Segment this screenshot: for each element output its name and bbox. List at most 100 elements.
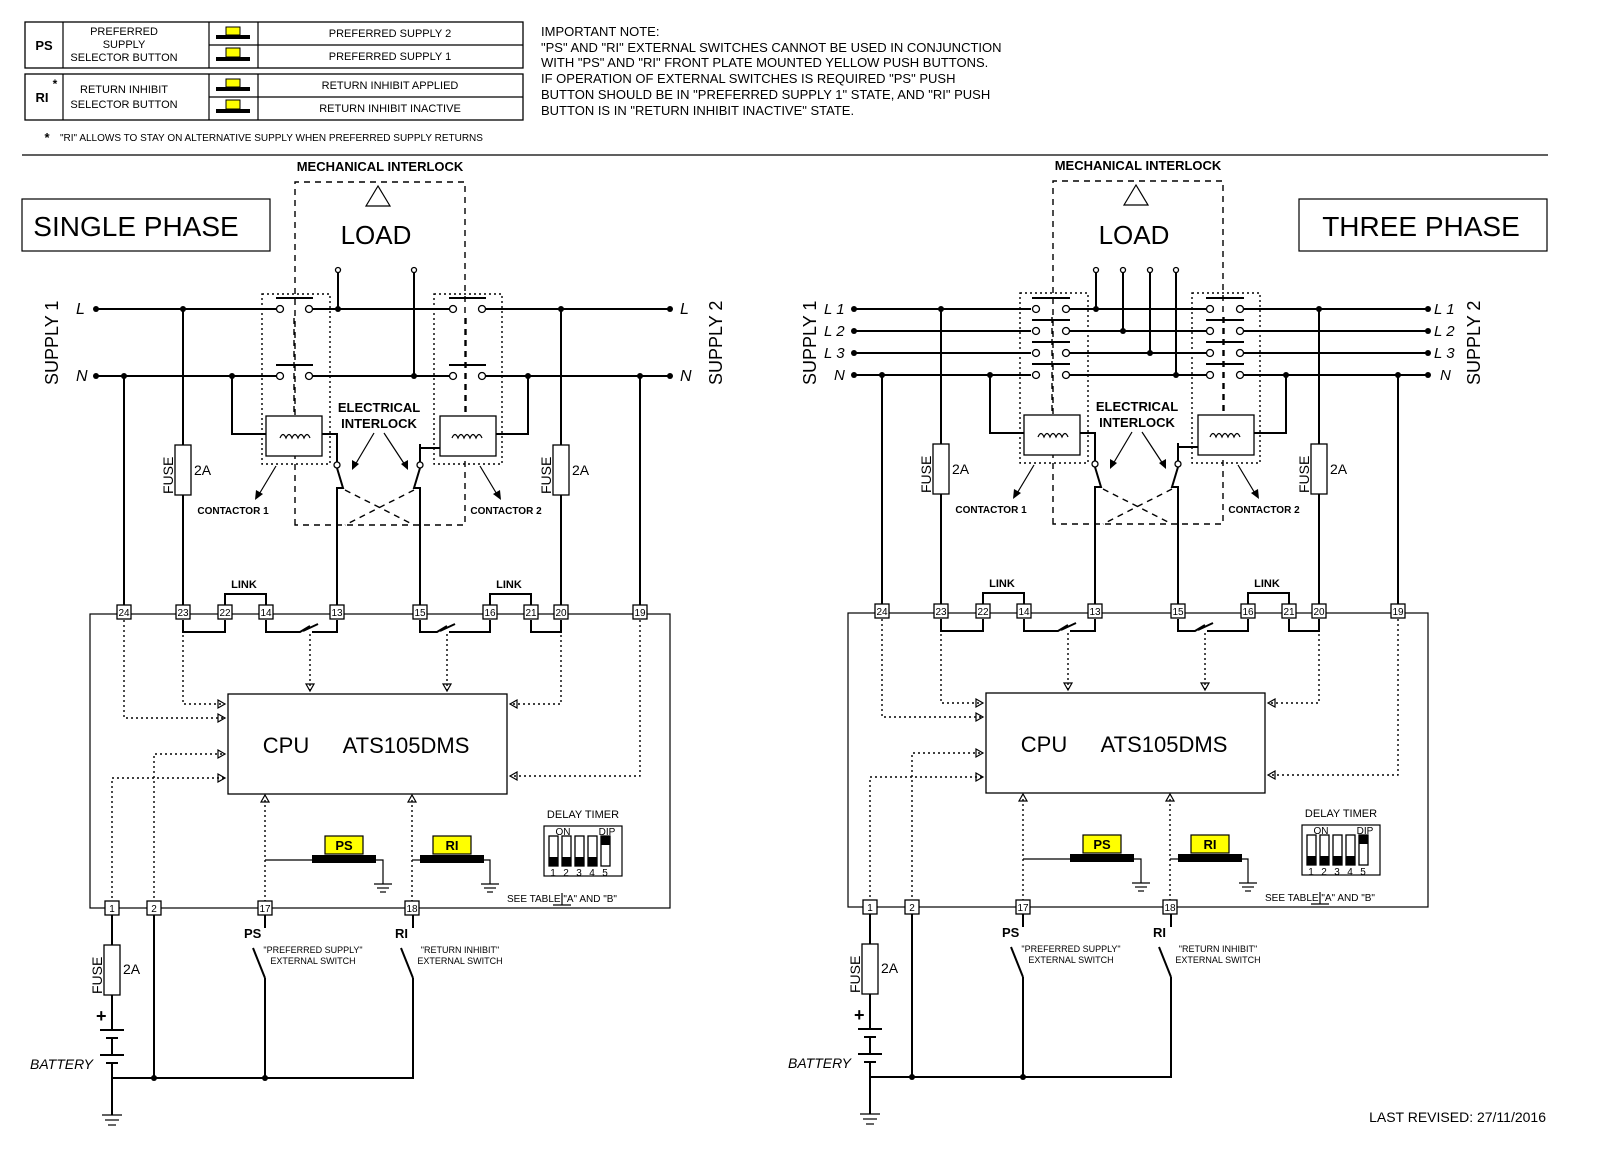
terminal-1: 1 bbox=[109, 904, 115, 915]
single-phase-title: SINGLE PHASE bbox=[33, 211, 238, 242]
model-label: ATS105DMS bbox=[1101, 732, 1228, 757]
legend-ps-label-1: PREFERRED bbox=[90, 26, 158, 38]
battery-label: BATTERY bbox=[30, 1056, 95, 1072]
legend-ps-state-b: PREFERRED SUPPLY 1 bbox=[329, 51, 451, 63]
ri-button-label: RI bbox=[446, 838, 459, 853]
supply2-line-N: N bbox=[680, 368, 692, 385]
legend-ps-state-a: PREFERRED SUPPLY 2 bbox=[329, 28, 451, 40]
three-phase-diagram: THREE PHASE MECHANICAL INTERLOCK LOAD bbox=[788, 158, 1548, 1125]
supply2-label: SUPPLY 2 bbox=[706, 301, 726, 385]
supply2-line-L: L bbox=[680, 301, 689, 318]
dip-number-4: 4 bbox=[589, 868, 595, 879]
delay-timer-label: DELAY TIMER bbox=[1305, 808, 1377, 820]
terminal-18: 18 bbox=[406, 904, 418, 915]
legend-ps-label-2: SUPPLY bbox=[103, 39, 146, 51]
terminal-20: 20 bbox=[555, 608, 567, 619]
dip-number-3: 3 bbox=[576, 868, 582, 879]
terminal-17: 17 bbox=[1017, 903, 1029, 914]
terminal-13: 13 bbox=[1089, 607, 1101, 618]
last-revised: LAST REVISED: 27/11/2016 bbox=[1369, 1109, 1546, 1125]
fuse-rating: 2A bbox=[1330, 461, 1348, 477]
terminal-15: 15 bbox=[1172, 607, 1184, 618]
legend-ri-star: * bbox=[53, 77, 58, 91]
fuse-rating: 2A bbox=[881, 960, 899, 976]
three-phase-title: THREE PHASE bbox=[1322, 211, 1520, 242]
supply2-line-L1: L 1 bbox=[1434, 301, 1455, 318]
ps-switch-desc-2: EXTERNAL SWITCH bbox=[1028, 955, 1113, 965]
dip-number-5: 5 bbox=[1360, 867, 1366, 878]
supply2-label: SUPPLY 2 bbox=[1464, 301, 1484, 385]
mechanical-interlock-label: MECHANICAL INTERLOCK bbox=[1055, 158, 1222, 173]
battery-plus: + bbox=[854, 1005, 865, 1025]
terminal-19: 19 bbox=[634, 608, 646, 619]
supply1-line-N: N bbox=[76, 368, 88, 385]
note-line-2: WITH "PS" AND "RI" FRONT PLATE MOUNTED Y… bbox=[541, 55, 988, 70]
battery-label: BATTERY bbox=[788, 1055, 853, 1071]
terminal-14: 14 bbox=[1018, 607, 1030, 618]
terminal-1: 1 bbox=[867, 903, 873, 914]
ps-switch-desc-1: "PREFERRED SUPPLY" bbox=[1021, 944, 1120, 954]
cpu-label: CPU bbox=[1021, 732, 1067, 757]
dip-number-2: 2 bbox=[563, 868, 569, 879]
supply1-line-L: L bbox=[76, 301, 85, 318]
see-table-label: SEE TABLE "A" AND "B" bbox=[507, 894, 617, 905]
link-label: LINK bbox=[231, 579, 257, 591]
fuse-label: FUSE bbox=[1296, 456, 1312, 493]
dip-on-label: ON bbox=[556, 827, 571, 838]
terminal-13: 13 bbox=[331, 608, 343, 619]
terminal-22: 22 bbox=[219, 608, 231, 619]
ps-switch-label: PS bbox=[1002, 925, 1020, 940]
footnote-star: * bbox=[44, 130, 50, 145]
single-phase-diagram: SINGLE PHASE MECHANICAL INTERLOCK LOAD L… bbox=[21, 159, 726, 1126]
terminal-24: 24 bbox=[876, 607, 888, 618]
load-label: LOAD bbox=[341, 220, 412, 250]
mechanical-interlock-label: MECHANICAL INTERLOCK bbox=[297, 159, 464, 174]
terminal-23: 23 bbox=[177, 608, 189, 619]
terminal-2: 2 bbox=[151, 904, 157, 915]
terminal-23: 23 bbox=[935, 607, 947, 618]
fuse-rating: 2A bbox=[123, 961, 141, 977]
legend-table: PS PREFERRED SUPPLY SELECTOR BUTTON PREF… bbox=[24, 21, 524, 145]
fuse-rating: 2A bbox=[572, 462, 590, 478]
link-label: LINK bbox=[496, 579, 522, 591]
ri-switch-label: RI bbox=[1153, 925, 1166, 940]
legend-ps-code: PS bbox=[35, 38, 53, 53]
terminal-16: 16 bbox=[484, 608, 496, 619]
fuse-label: FUSE bbox=[160, 457, 176, 494]
legend-ri-state-b: RETURN INHIBIT INACTIVE bbox=[319, 103, 461, 115]
supply1-line-L2: L 2 bbox=[824, 323, 845, 340]
fuse-label: FUSE bbox=[538, 457, 554, 494]
dip-number-3: 3 bbox=[1334, 867, 1340, 878]
supply1-label: SUPPLY 1 bbox=[800, 301, 820, 385]
button-pressed-icon bbox=[216, 26, 250, 39]
terminal-14: 14 bbox=[260, 608, 272, 619]
dip-dip-label: DIP bbox=[599, 827, 616, 838]
cpu-label: CPU bbox=[263, 733, 309, 758]
fuse-rating: 2A bbox=[952, 461, 970, 477]
dip-number-4: 4 bbox=[1347, 867, 1353, 878]
delay-timer-label: DELAY TIMER bbox=[547, 809, 619, 821]
button-released-icon bbox=[216, 99, 250, 113]
dip-dip-label: DIP bbox=[1357, 826, 1374, 837]
terminal-2: 2 bbox=[909, 903, 915, 914]
dip-number-1: 1 bbox=[550, 868, 556, 879]
dip-number-1: 1 bbox=[1308, 867, 1314, 878]
link-label: LINK bbox=[989, 578, 1015, 590]
electrical-interlock-2: INTERLOCK bbox=[1099, 415, 1175, 430]
supply1-line-N: N bbox=[834, 367, 845, 384]
terminal-18: 18 bbox=[1164, 903, 1176, 914]
terminal-16: 16 bbox=[1242, 607, 1254, 618]
button-pressed-icon bbox=[216, 78, 250, 91]
electrical-interlock-2: INTERLOCK bbox=[341, 416, 417, 431]
important-note: IMPORTANT NOTE: "PS" AND "RI" EXTERNAL S… bbox=[541, 24, 1002, 118]
ps-switch-label: PS bbox=[244, 926, 262, 941]
terminal-21: 21 bbox=[525, 608, 537, 619]
legend-ri-label-1: RETURN INHIBIT bbox=[80, 84, 168, 96]
electrical-interlock-1: ELECTRICAL bbox=[338, 400, 420, 415]
note-line-3: IF OPERATION OF EXTERNAL SWITCHES IS REQ… bbox=[541, 71, 955, 86]
supply2-line-L2: L 2 bbox=[1434, 323, 1455, 340]
footnote: "RI" ALLOWS TO STAY ON ALTERNATIVE SUPPL… bbox=[60, 133, 483, 144]
electrical-interlock-1: ELECTRICAL bbox=[1096, 399, 1178, 414]
ri-switch-desc-2: EXTERNAL SWITCH bbox=[1175, 955, 1260, 965]
legend-ri-state-a: RETURN INHIBIT APPLIED bbox=[322, 80, 459, 92]
